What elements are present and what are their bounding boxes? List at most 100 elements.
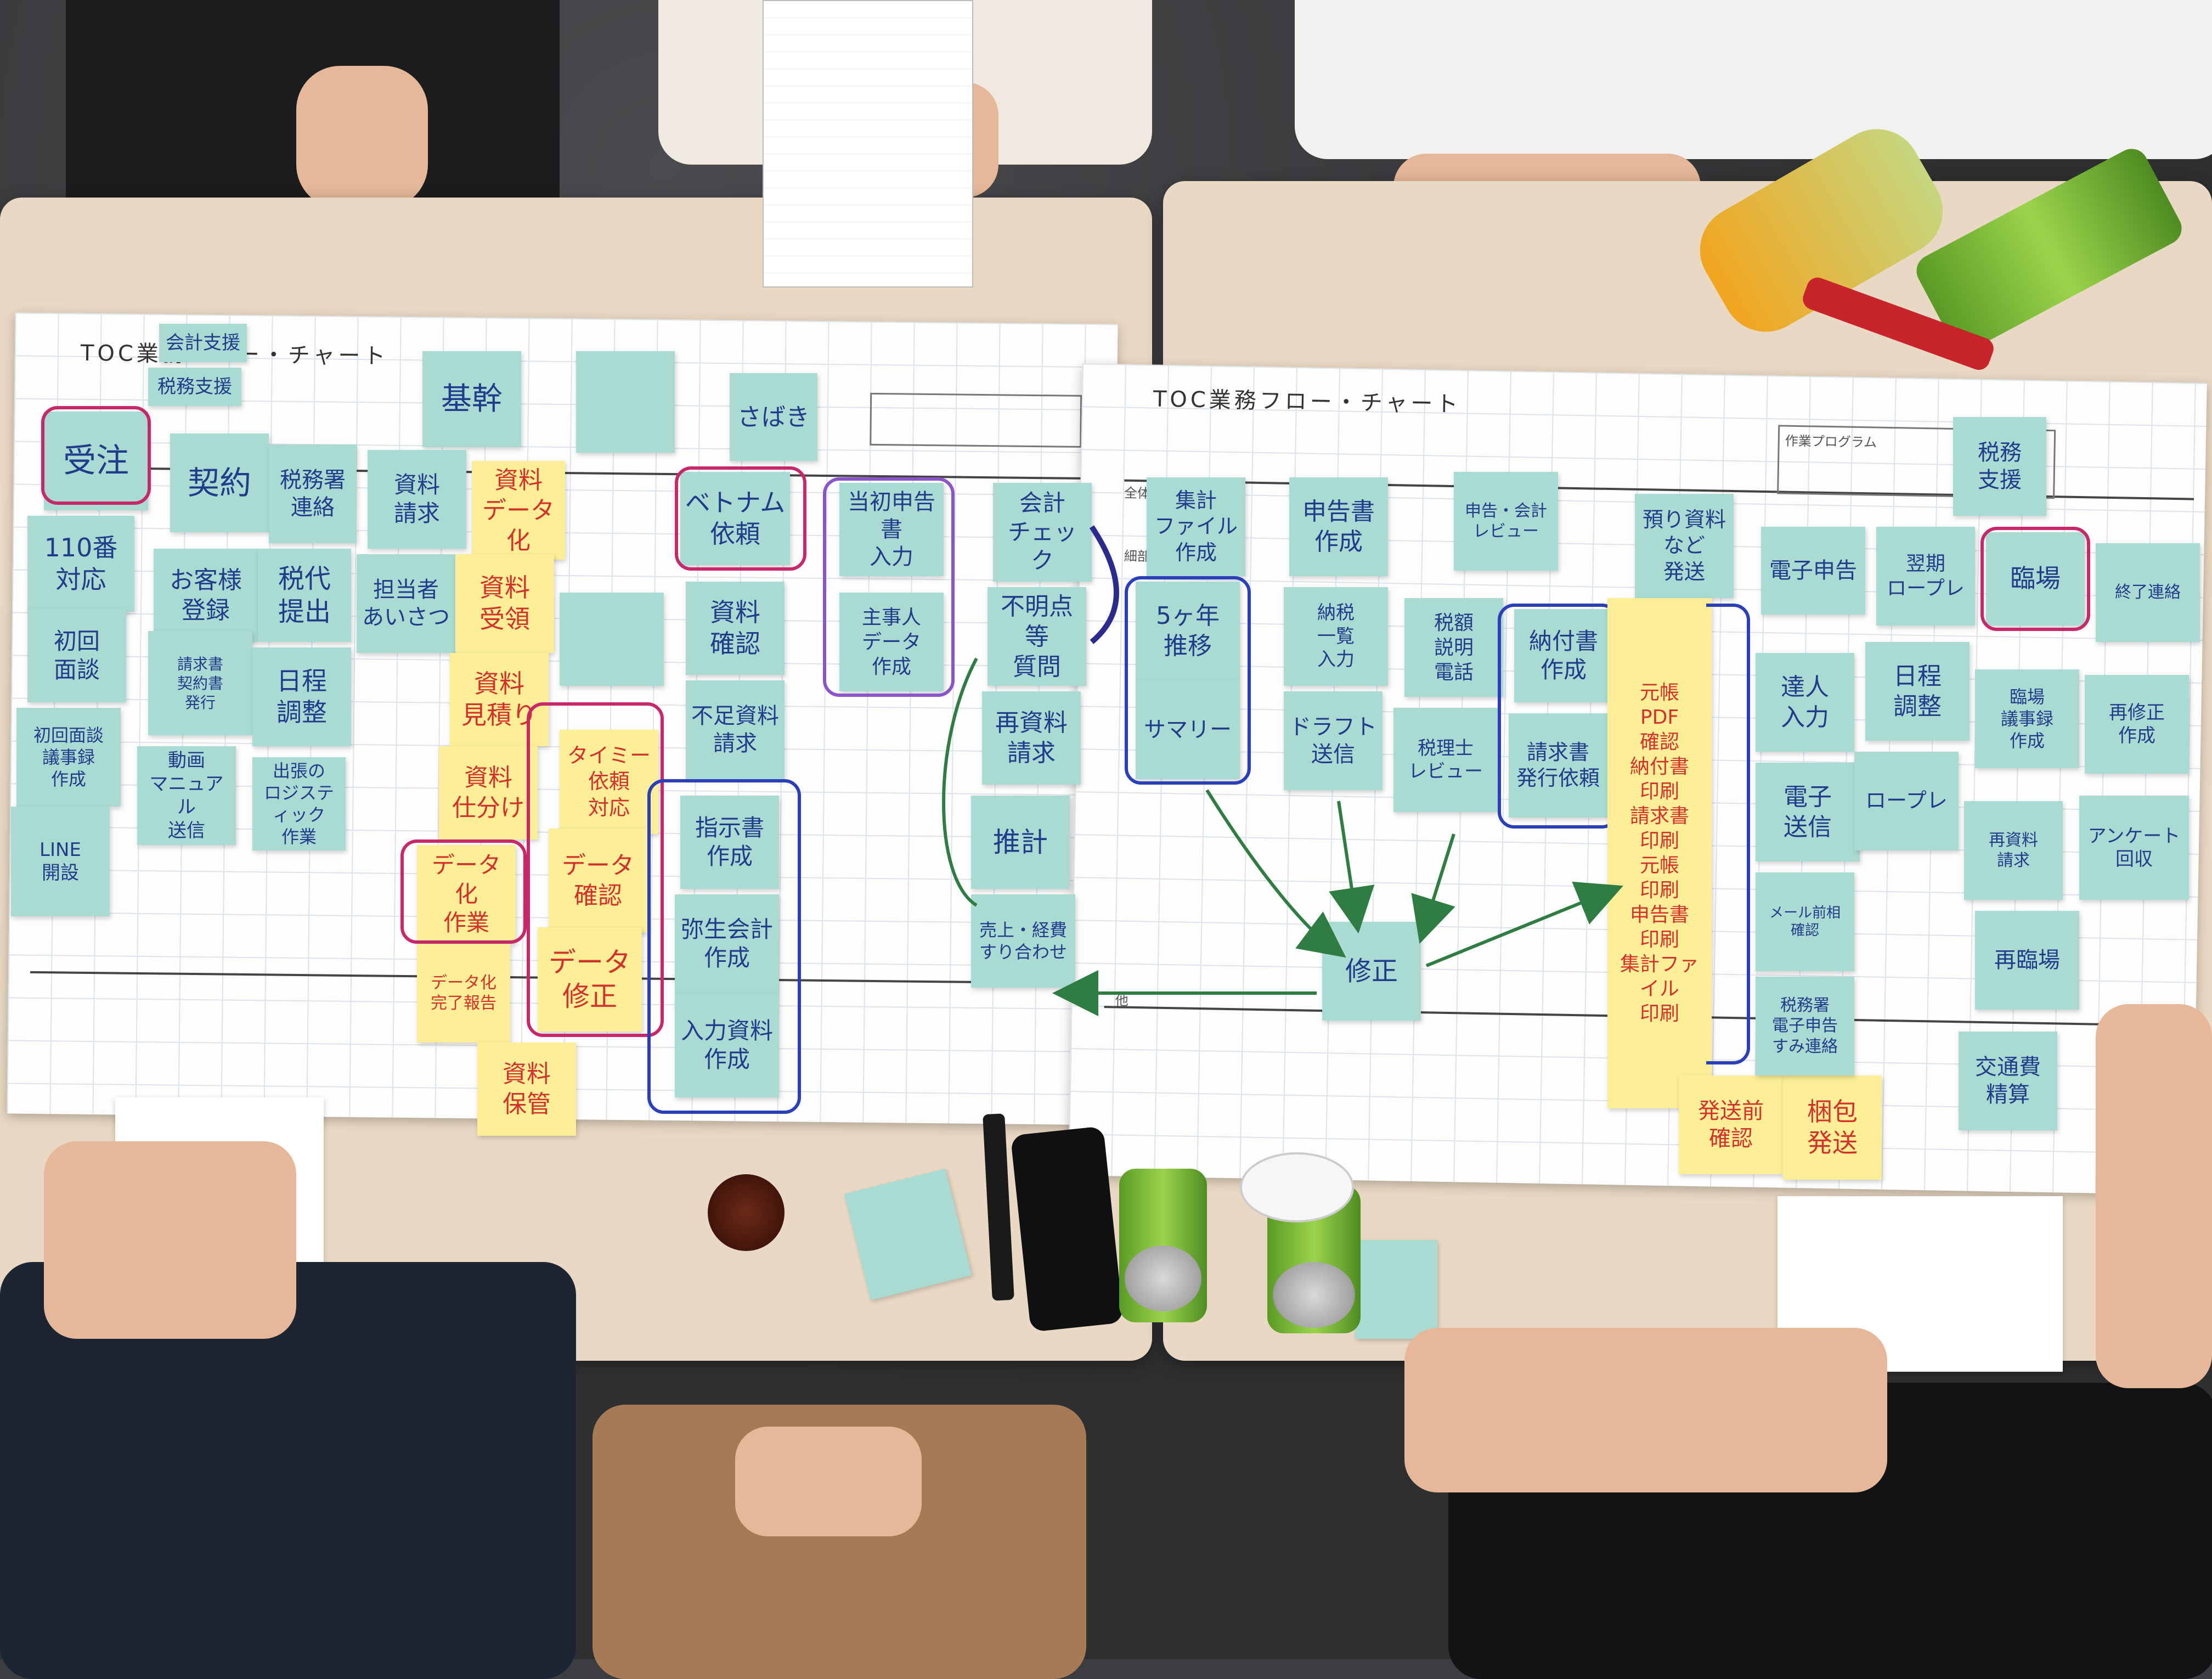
yellow-note: データ 確認 <box>549 829 647 933</box>
highlight-ring <box>675 466 806 571</box>
note: 請求書 契約書 発行 <box>148 631 252 735</box>
note: 資料 請求 <box>368 450 466 549</box>
arrow <box>1089 525 1119 644</box>
hand-bottom-mid <box>735 1427 922 1536</box>
arrow <box>1329 801 1375 934</box>
yellow-note: 発送前 確認 <box>1679 1075 1783 1174</box>
note: 納付書 作成 <box>1514 609 1613 702</box>
note: 税務 支援 <box>1953 417 2046 516</box>
note: 動画 マニュアル 送信 <box>137 746 236 845</box>
yellow-note: 預り資料 など 発送 <box>1635 494 1734 598</box>
yellow-note: データ 修正 <box>538 927 642 1032</box>
note: 主事人 データ 作成 <box>839 593 944 691</box>
loose-note <box>1355 1240 1437 1339</box>
note: サマリー <box>1136 680 1240 779</box>
yellow-note: 資料 保管 <box>477 1043 576 1136</box>
yellow-note: タイミー 依頼 対応 <box>560 730 658 834</box>
note: ロープレ <box>1854 752 1959 850</box>
note-header: 会計支援 <box>159 324 247 362</box>
highlight-ring <box>400 840 527 944</box>
yellow-note: 元帳 PDF 確認 納付書 印刷 請求書 印刷 元帳 印刷 申告書 印刷 集計フ… <box>1607 598 1712 1108</box>
note: 再臨場 <box>1975 911 2079 1010</box>
highlight-ring <box>527 702 664 1037</box>
note: 契約 <box>170 433 269 532</box>
note: LINE 開設 <box>11 807 110 916</box>
note: 申告書 作成 <box>1289 477 1388 576</box>
note: 当初申告書 入力 <box>839 483 944 576</box>
note: 指示書 作成 <box>680 796 779 889</box>
note-header: さばき <box>730 373 817 461</box>
hand-top-left <box>296 66 428 209</box>
highlight-ring <box>1980 527 2090 631</box>
note: 出張の ロジスティック 作業 <box>252 757 346 850</box>
note: 税務署 電子申告 すみ連絡 <box>1756 977 1854 1075</box>
yellow-note: データ化 完了報告 <box>417 944 510 1043</box>
tape-roll <box>1240 1152 1354 1222</box>
note: 5ヶ年 推移 <box>1136 582 1240 680</box>
note-header: 税務支援 <box>148 368 241 406</box>
note: 弥生会計 作成 <box>675 894 779 993</box>
note: 再資料 請求 <box>982 691 1081 785</box>
note: ベトナム 依頼 <box>680 472 790 565</box>
note: 担当者 あいさつ <box>357 554 455 653</box>
note: 臨場 議事録 作成 <box>1975 669 2079 768</box>
note: 電子申告 <box>1761 527 1865 615</box>
note: 税額 説明 電話 <box>1404 598 1503 697</box>
yellow-note: データ化 作業 <box>417 845 516 944</box>
snack <box>708 1174 785 1251</box>
highlight-ring <box>1706 604 1750 1064</box>
note: 110番 対応 <box>27 516 134 612</box>
note: 終了連絡 <box>2096 543 2200 642</box>
note: 税代 提出 <box>258 549 351 642</box>
notebook <box>763 0 973 288</box>
note-header: 基幹 <box>422 351 521 447</box>
note: 受注 <box>44 412 148 510</box>
yellow-note: 梱包 発送 <box>1783 1075 1882 1180</box>
note: 税理士 レビュー <box>1393 708 1498 812</box>
note: 日程 調整 <box>252 647 351 746</box>
note: 初回 面談 <box>27 609 126 702</box>
note: メール前相 確認 <box>1756 872 1854 971</box>
note: 申告・会計 レビュー <box>1454 472 1558 571</box>
note: アンケート 回収 <box>2079 796 2189 900</box>
arrow <box>942 657 978 907</box>
highlight-ring <box>1125 576 1251 785</box>
yellow-note: 資料 受領 <box>455 554 554 653</box>
highlight-ring <box>41 406 151 505</box>
note: 会計 チェック <box>993 483 1092 582</box>
note: 交通費 精算 <box>1959 1032 2057 1130</box>
highlight-ring <box>823 477 955 697</box>
hand-right-edge <box>2096 1004 2212 1388</box>
note: 集計 ファイル 作成 <box>1147 477 1245 576</box>
note: 再資料 請求 <box>1964 801 2063 900</box>
note: 納税 一覧 入力 <box>1284 587 1388 686</box>
note-small <box>560 593 664 686</box>
note: 不明点等 質問 <box>988 587 1086 686</box>
note: ドラフト 送信 <box>1284 691 1383 790</box>
arrow <box>1411 833 1455 944</box>
yellow-note: 資料 データ化 <box>472 461 565 560</box>
note: 再修正 作成 <box>2085 675 2189 774</box>
yellow-note: 資料 仕分け <box>439 746 538 840</box>
note: 達人 入力 <box>1756 653 1854 752</box>
note: 臨場 <box>1986 532 2085 626</box>
note: 税務署 連絡 <box>269 444 357 543</box>
note: 請求書 発行依頼 <box>1509 713 1607 818</box>
can-left-lid <box>1125 1246 1201 1311</box>
note: 電子 送信 <box>1756 763 1860 861</box>
arrow <box>1205 789 1346 958</box>
arrow <box>1425 881 1623 967</box>
note: 不足資料 請求 <box>686 680 785 779</box>
hand-bottom-left <box>44 1141 296 1339</box>
note: 資料 確認 <box>686 582 785 675</box>
note: 日程 調整 <box>1865 642 1970 741</box>
note: 推計 <box>971 796 1070 889</box>
highlight-ring <box>647 779 801 1114</box>
note: 初回面談 議事録 作成 <box>16 708 121 807</box>
note-blank <box>576 351 675 453</box>
note: 翌期 ロープレ <box>1876 527 1975 626</box>
yellow-note: 資料 見積り <box>450 653 549 746</box>
note: お客様 登録 <box>154 549 258 642</box>
hand-bottom-right <box>1404 1328 1887 1492</box>
